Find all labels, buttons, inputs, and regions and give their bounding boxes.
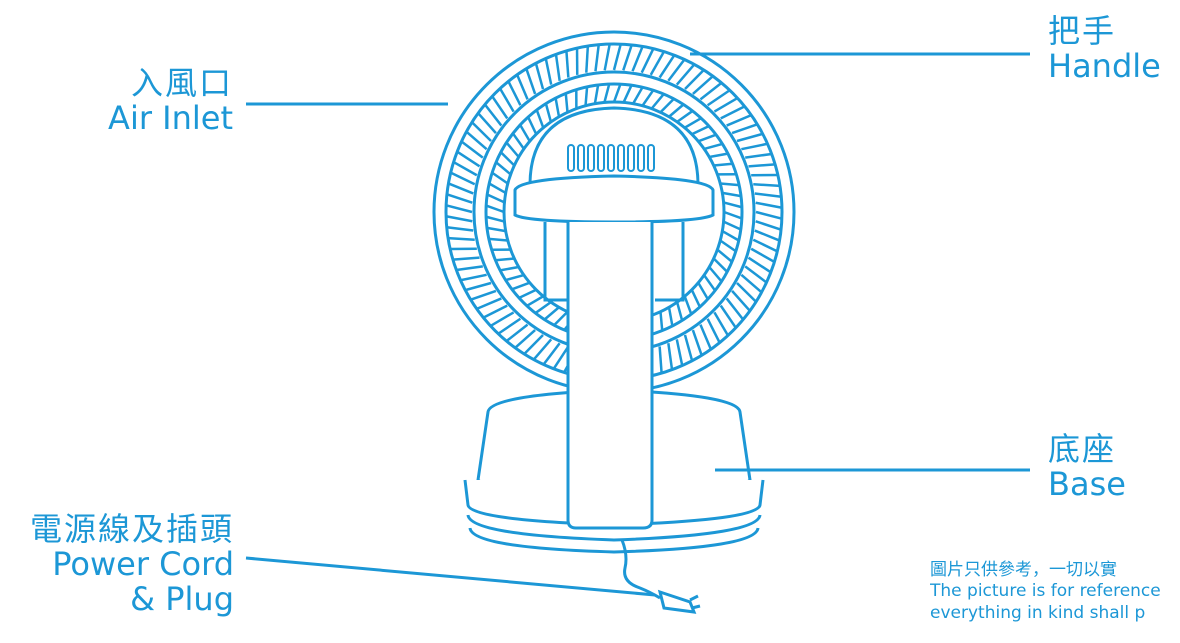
disclaimer-line-2: The picture is for reference xyxy=(930,581,1180,602)
label-base-en: Base xyxy=(1048,467,1126,502)
label-base-zh: 底座 xyxy=(1048,432,1126,467)
label-handle-zh: 把手 xyxy=(1048,14,1161,49)
power-plug xyxy=(660,592,694,612)
label-power-cord-zh: 電源線及插頭 xyxy=(6,512,234,547)
label-power-cord-en1: Power Cord xyxy=(6,547,234,582)
label-air-inlet: 入風口 Air Inlet xyxy=(118,66,233,136)
disclaimer-line-1: 圖片只供參考，一切以實 xyxy=(930,560,1180,581)
label-air-inlet-zh: 入風口 xyxy=(118,66,233,101)
label-handle: 把手 Handle xyxy=(1048,14,1161,84)
disclaimer-line-3: everything in kind shall p xyxy=(930,603,1180,624)
label-base: 底座 Base xyxy=(1048,432,1126,502)
stand-neck xyxy=(568,222,652,528)
label-handle-en: Handle xyxy=(1048,49,1161,84)
power-cord xyxy=(622,540,660,598)
disclaimer-note: 圖片只供參考，一切以實 The picture is for reference… xyxy=(930,560,1180,624)
leader-line-power-cord xyxy=(246,558,655,595)
label-power-cord-en2: & Plug xyxy=(6,582,234,617)
label-air-inlet-en: Air Inlet xyxy=(88,101,233,136)
label-power-cord: 電源線及插頭 Power Cord & Plug xyxy=(6,512,234,618)
handle-cap xyxy=(515,176,713,222)
